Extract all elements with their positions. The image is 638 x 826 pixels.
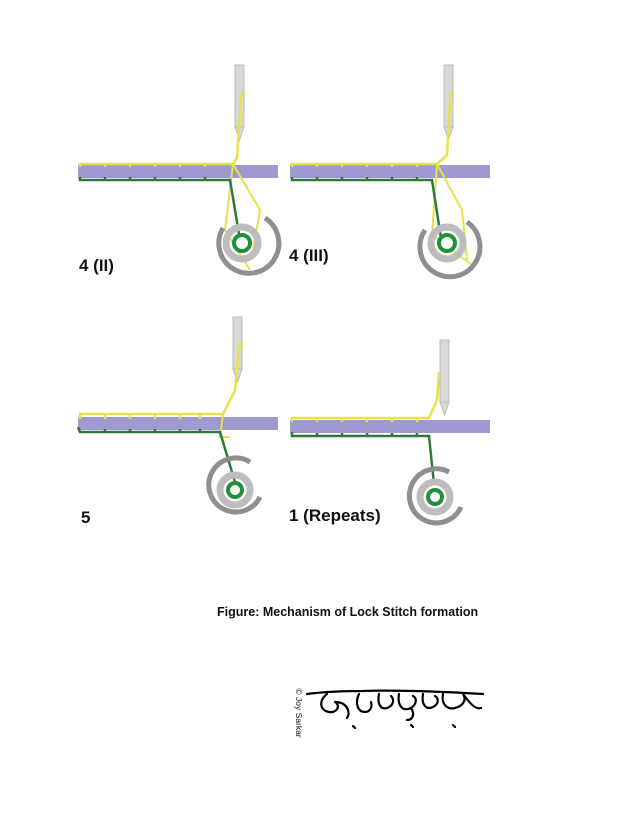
- stage-label: 1 (Repeats): [289, 506, 381, 525]
- figure-caption: Figure: Mechanism of Lock Stitch formati…: [217, 605, 479, 619]
- rotating-hook: [206, 455, 263, 515]
- fabric-layer: [78, 165, 278, 178]
- fabric-layer: [290, 420, 490, 433]
- needle-shaft: [439, 339, 450, 403]
- stage-label: 4 (III): [289, 246, 329, 265]
- fabric-layer: [290, 165, 490, 178]
- bobbin-thread-bottom: [290, 432, 436, 485]
- rotating-hook: [406, 466, 464, 526]
- needle-tip: [439, 401, 450, 417]
- stage-panel-4-ii: 4 (II): [75, 60, 300, 285]
- stitch-diagram-1-repeats: [290, 339, 490, 526]
- bobbin: [426, 488, 444, 506]
- rotating-hook: [417, 219, 483, 280]
- fabric-layer: [78, 417, 278, 430]
- stage-panel-4-iii: 4 (III): [287, 60, 512, 285]
- copyright-notice: © Joy Sarkar: [294, 688, 304, 738]
- bobbin-thread-bottom: [290, 177, 444, 246]
- stage-label: 4 (II): [79, 256, 114, 275]
- stage-panel-1-repeats: 1 (Repeats): [287, 312, 512, 537]
- bobbin: [232, 233, 252, 253]
- bobbin: [437, 233, 457, 253]
- bobbin-thread-bottom: [76, 426, 237, 483]
- stage-label: 5: [81, 508, 91, 527]
- stage-panel-5: 5: [75, 312, 300, 537]
- bobbin-thread-bottom: [78, 177, 242, 241]
- needle-thread-top: [78, 341, 242, 438]
- handwritten-signature: [305, 689, 485, 730]
- stitch-diagram-4-ii: [78, 64, 282, 276]
- rotating-hook: [216, 215, 282, 276]
- stitch-diagram-5: [76, 316, 278, 515]
- needle-thread-top: [290, 371, 441, 422]
- bobbin: [226, 481, 244, 499]
- stitch-diagram-4-iii: [290, 64, 490, 280]
